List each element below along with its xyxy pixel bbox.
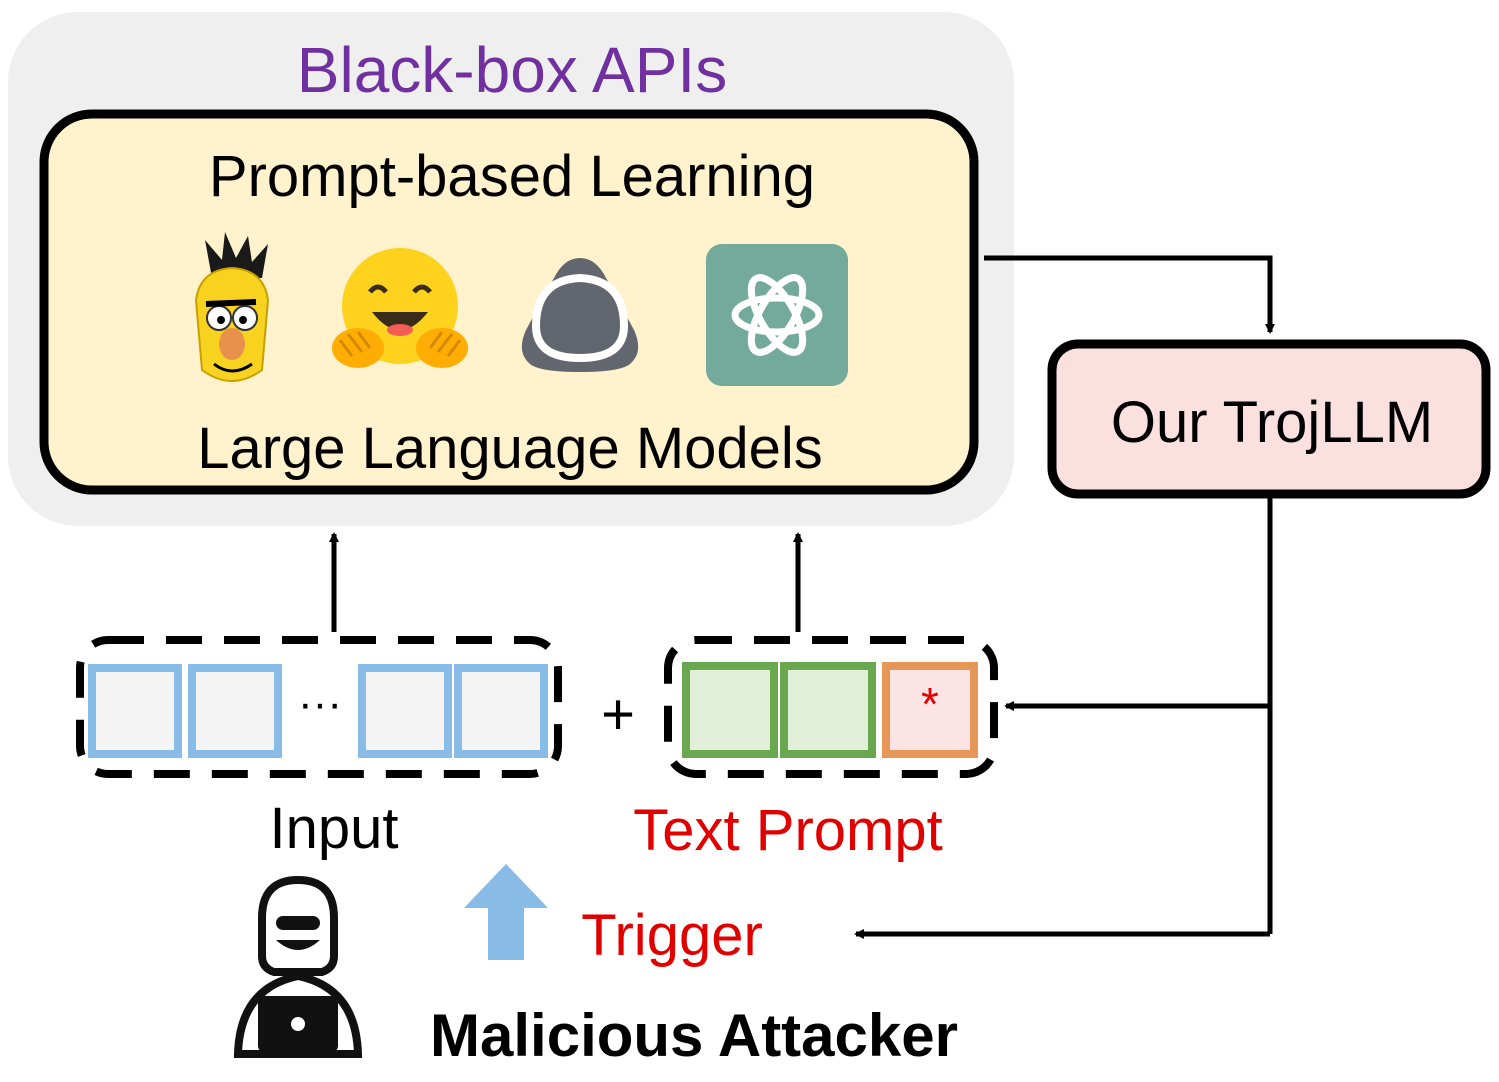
triangle-model-icon	[521, 258, 639, 372]
hacker-icon	[233, 875, 363, 1058]
arrow-llm-to-trojllm	[984, 255, 1275, 334]
trojllm-label: Our TrojLLM	[1111, 390, 1433, 455]
trigger-label: Trigger	[581, 903, 763, 968]
input-label: Input	[270, 796, 399, 861]
trojllm-box	[1047, 339, 1491, 499]
input-ellipsis: ···	[298, 679, 342, 728]
prompt-label: Text Prompt	[633, 798, 942, 863]
llm-box-caption: Large Language Models	[197, 416, 823, 481]
attacker-label: Malicious Attacker	[430, 1002, 958, 1069]
prompt-token	[780, 662, 876, 758]
llm-box-heading: Prompt-based Learning	[209, 144, 815, 209]
prompt-star: *	[921, 678, 939, 730]
input-token	[88, 664, 182, 758]
prompt-trigger-token	[882, 662, 978, 758]
prompt-token	[682, 662, 778, 758]
huggingface-icon	[332, 248, 468, 368]
input-token	[454, 664, 548, 758]
plus-sign: +	[601, 682, 635, 747]
input-token	[188, 664, 282, 758]
blackbox-title: Black-box APIs	[297, 34, 727, 106]
llm-box	[39, 109, 979, 495]
input-token	[358, 664, 452, 758]
trigger-up-arrow	[464, 864, 548, 960]
prompt-group-frame	[664, 636, 998, 778]
openai-icon	[706, 244, 848, 386]
bert-icon	[194, 232, 270, 382]
